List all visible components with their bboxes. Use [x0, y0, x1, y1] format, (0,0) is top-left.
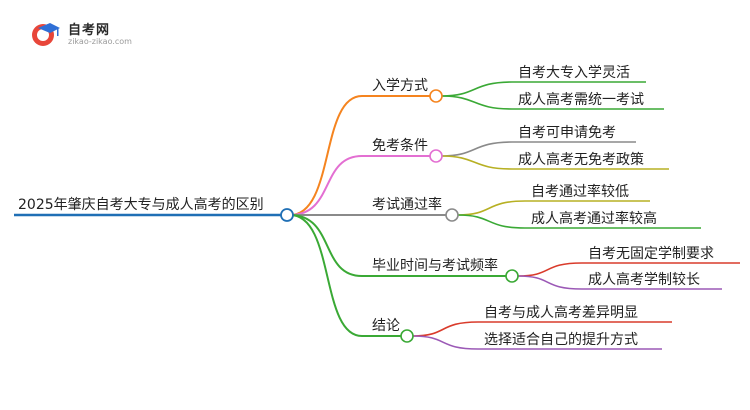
leaf-connector [412, 335, 662, 350]
mindmap-labels: 2025年肇庆自考大专与成人高考的区别 入学方式 自考大专入学灵活成人高考需统一考试… [18, 65, 714, 348]
leaf-connector [441, 155, 669, 170]
branch-collapse-node[interactable] [429, 89, 443, 103]
branch-collapse-node[interactable] [445, 208, 459, 222]
branch-connector [289, 155, 363, 216]
leaf-topic: 选择适合自己的提升方式 [484, 332, 638, 348]
leaf-topic: 自考大专入学灵活 [518, 65, 630, 81]
leaf-connector [412, 321, 672, 337]
leaf-connector [441, 141, 636, 157]
leaf-connector [441, 81, 646, 97]
leaf-topic: 自考与成人高考差异明显 [484, 304, 638, 321]
site-logo[interactable]: 自考网 zikao-zikao.com [30, 16, 150, 52]
branch-topic: 结论 [372, 318, 400, 334]
logo-title: 自考网 [68, 23, 111, 38]
branch-topic: 免考条件 [372, 137, 428, 154]
branch-connector [289, 95, 363, 216]
branch-connector [289, 214, 363, 337]
leaf-connector [441, 95, 664, 110]
branch-topic: 毕业时间与考试频率 [372, 257, 498, 274]
leaf-topic: 成人高考需统一考试 [518, 91, 644, 108]
branch-collapse-node[interactable] [505, 269, 519, 283]
mindmap-nodes [280, 89, 519, 343]
root-collapse-node[interactable] [280, 208, 294, 222]
branch-collapse-node[interactable] [429, 149, 443, 163]
leaf-topic: 自考可申请免考 [518, 125, 616, 141]
leaf-topic: 成人高考学制较长 [588, 271, 700, 288]
graduation-cap-logo-icon [32, 23, 60, 46]
leaf-topic: 成人高考通过率较高 [531, 210, 657, 227]
leaf-connector [517, 275, 722, 290]
leaf-connector [457, 200, 650, 216]
leaf-topic: 成人高考无免考政策 [518, 151, 644, 168]
branch-collapse-node[interactable] [400, 329, 414, 343]
branch-topic: 入学方式 [372, 78, 428, 94]
branch-topic: 考试通过率 [372, 196, 442, 213]
leaf-connector [457, 214, 701, 229]
leaf-topic: 自考通过率较低 [531, 183, 629, 200]
branch-connector [289, 214, 363, 277]
logo-url: zikao-zikao.com [68, 37, 132, 46]
root-topic: 2025年肇庆自考大专与成人高考的区别 [18, 196, 264, 213]
mindmap-edges [14, 81, 740, 350]
leaf-connector [517, 262, 740, 277]
leaf-topic: 自考无固定学制要求 [588, 246, 714, 262]
